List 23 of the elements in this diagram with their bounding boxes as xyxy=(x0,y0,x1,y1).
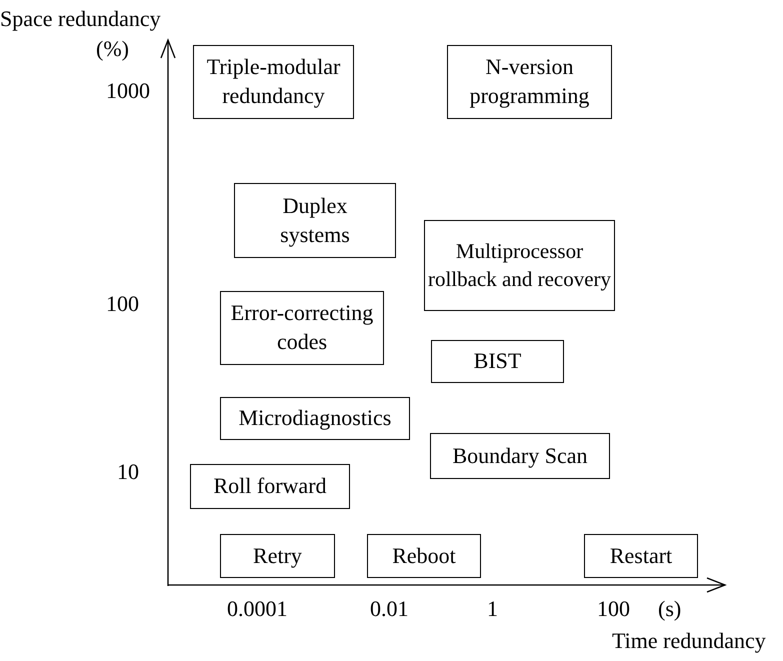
tick-label: 1 xyxy=(487,598,498,620)
technique-box: Error-correcting codes xyxy=(220,291,384,365)
tick-label: 1000 xyxy=(106,80,150,102)
tick-label: 0.01 xyxy=(370,598,408,620)
technique-box: Microdiagnostics xyxy=(220,397,410,440)
technique-box: Retry xyxy=(220,534,335,578)
tick-label: 0.0001 xyxy=(227,598,288,620)
axis-title: Time redundancy xyxy=(612,630,766,652)
technique-box: Multiprocessor rollback and recovery xyxy=(424,220,615,311)
axis-title: Space redundancy xyxy=(0,8,161,30)
unit-label: (s) xyxy=(658,598,682,620)
tick-label: 100 xyxy=(597,598,630,620)
technique-box: Restart xyxy=(584,534,698,578)
tick-label: 10 xyxy=(117,461,139,483)
technique-box: Duplex systems xyxy=(234,183,396,258)
technique-box: Roll forward xyxy=(190,464,350,509)
technique-box: Reboot xyxy=(367,534,481,578)
technique-box: Boundary Scan xyxy=(430,433,610,479)
tick-label: 100 xyxy=(106,293,139,315)
unit-label: (%) xyxy=(96,38,129,60)
technique-box: N-version programming xyxy=(447,45,612,119)
technique-box: BIST xyxy=(431,340,564,383)
technique-box: Triple-modular redundancy xyxy=(193,45,354,119)
